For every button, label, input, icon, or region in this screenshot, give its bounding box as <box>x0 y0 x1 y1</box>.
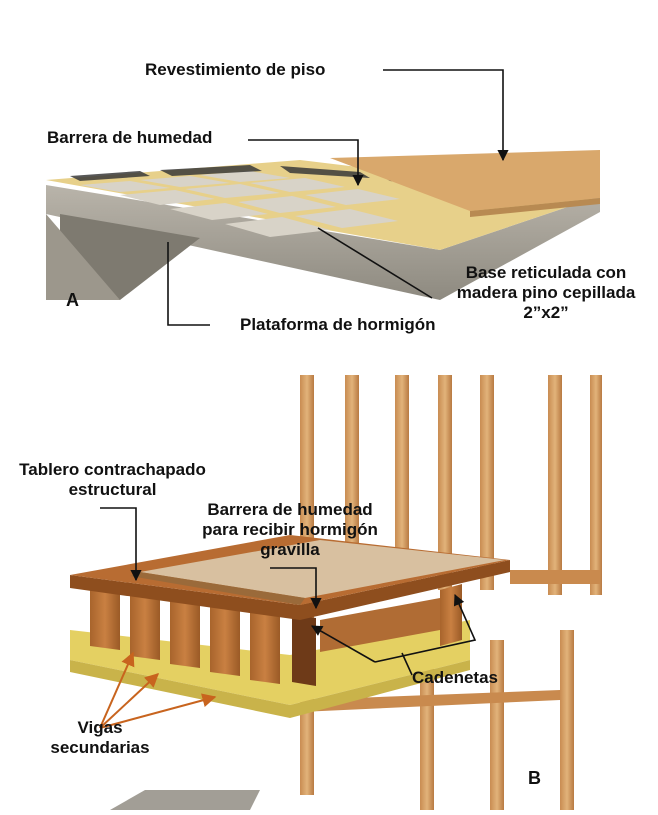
wall-studs <box>300 375 602 810</box>
joists-label-line2: secundarias <box>50 738 150 757</box>
plywood-edge <box>70 560 510 620</box>
floor-covering-leader <box>383 69 509 162</box>
figure-b-letter: B <box>528 768 541 788</box>
concrete-slab <box>46 185 600 300</box>
moisture-barrier-label: Barrera de humedad <box>47 128 213 147</box>
moisture-barrier-b <box>140 540 505 598</box>
joist-arrow-1 <box>99 651 135 729</box>
figure-b-leaders <box>100 507 477 676</box>
concrete-fragment <box>110 790 260 810</box>
joist-arrow-3 <box>99 693 217 729</box>
barrier-b-label-line1: Barrera de humedad <box>207 500 373 519</box>
grid-base-label-line1: Base reticulada con <box>465 263 627 282</box>
figure-a-leaders <box>167 69 509 326</box>
figure-b-illustration <box>70 375 602 810</box>
plywood-label-line2: estructural <box>68 480 157 499</box>
barrier-b-label-line2: para recibir hormigón <box>202 520 378 539</box>
joist-arrows <box>99 651 217 729</box>
joists <box>90 580 462 686</box>
plywood-leader <box>100 507 142 582</box>
barrier-b-label-line3: gravilla <box>260 540 320 559</box>
blocking <box>320 598 440 652</box>
moisture-barrier-leader <box>248 139 364 187</box>
blocking-leader-left <box>311 625 376 663</box>
grid-base-label-line2: madera pino cepillada <box>456 283 636 302</box>
blocking-leader-tick <box>401 652 413 676</box>
plywood-label-line1: Tablero contrachapado <box>19 460 206 479</box>
grid-base-label-line3: 2”x2” <box>523 303 569 322</box>
blocking-label: Cadenetas <box>412 668 498 687</box>
grid-base-leader <box>317 227 433 299</box>
barrier-b-leader <box>270 567 322 610</box>
blocking-leader-right <box>374 593 477 663</box>
floor-covering <box>330 150 600 211</box>
floor-covering-label: Revestimiento de piso <box>145 60 326 79</box>
figure-a-letter: A <box>66 290 79 310</box>
concrete-platform-leader <box>167 242 210 326</box>
joist-arrow-2 <box>99 673 160 729</box>
grid-cells <box>80 171 400 237</box>
joists-label-line1: Vigas <box>77 718 123 737</box>
figure-a-illustration <box>8 148 600 300</box>
concrete-platform-label: Plataforma de hormigón <box>240 315 436 334</box>
